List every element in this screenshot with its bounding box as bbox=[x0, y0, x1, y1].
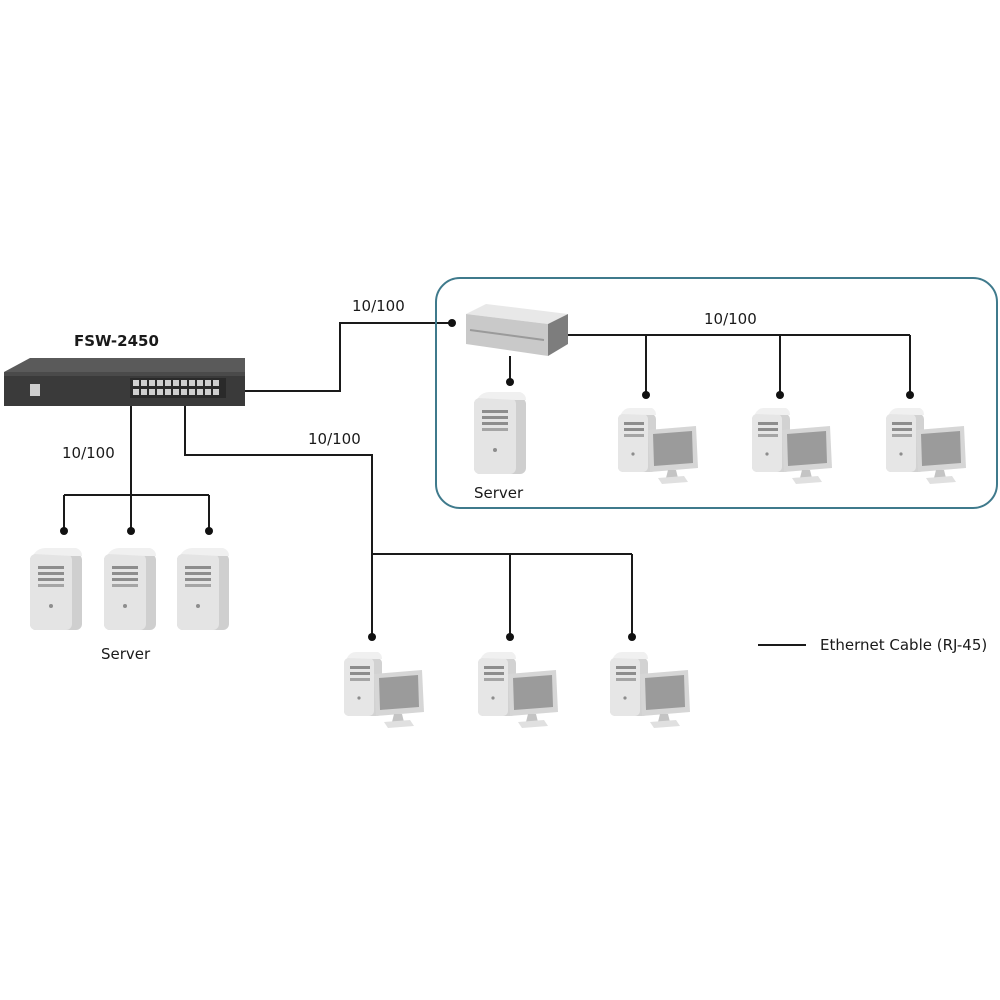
link-speed-workstations: 10/100 bbox=[308, 430, 361, 448]
workstation-1-icon bbox=[344, 652, 424, 728]
legend-label: Ethernet Cable (RJ-45) bbox=[820, 636, 988, 654]
server-1-icon bbox=[30, 548, 82, 630]
link-speed-hub: 10/100 bbox=[352, 297, 405, 315]
servers-group-label: Server bbox=[101, 645, 151, 663]
ethernet-cables bbox=[63, 322, 911, 646]
server-2-icon bbox=[104, 548, 156, 630]
hub-group-frame bbox=[435, 277, 998, 509]
server-3-icon bbox=[177, 548, 229, 630]
hub-workstation-3-icon bbox=[886, 408, 966, 484]
hub-workstation-2-icon bbox=[752, 408, 832, 484]
cable-endpoints bbox=[60, 319, 914, 641]
network-switch-icon bbox=[4, 358, 245, 406]
hub-server-icon bbox=[474, 392, 526, 474]
switch-model-label: FSW-2450 bbox=[74, 332, 159, 350]
workstation-3-icon bbox=[610, 652, 690, 728]
hub-workstation-1-icon bbox=[618, 408, 698, 484]
hub-server-label: Server bbox=[474, 484, 524, 502]
link-speed-hub-workstations: 10/100 bbox=[704, 310, 757, 328]
link-speed-servers: 10/100 bbox=[62, 444, 115, 462]
workstation-2-icon bbox=[478, 652, 558, 728]
hub-icon bbox=[466, 304, 568, 356]
